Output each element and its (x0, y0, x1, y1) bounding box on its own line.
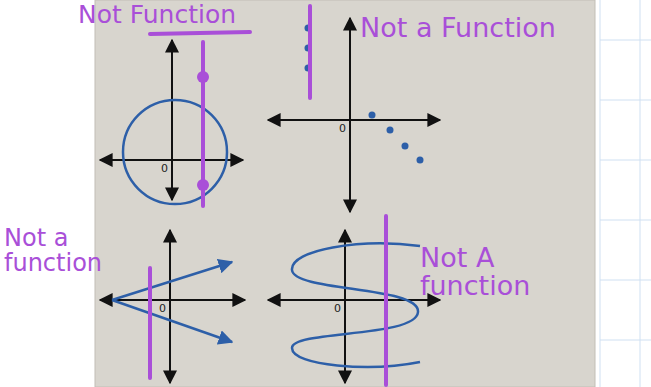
axis-origin: 0 (338, 123, 347, 134)
handwritten-note: Not a Function (360, 14, 556, 42)
handwritten-note: Not A function (420, 244, 580, 301)
axis-origin: 0 (158, 303, 167, 314)
handwritten-note: Not a function (4, 226, 140, 276)
axis-origin: 0 (160, 163, 169, 174)
handwritten-note: Not Function (78, 2, 236, 28)
axis-origin: 0 (333, 303, 342, 314)
